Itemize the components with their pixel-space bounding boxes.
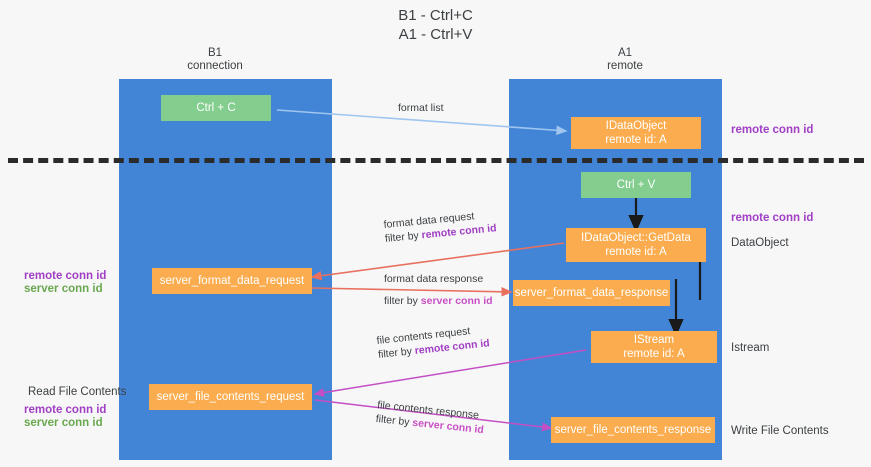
annotation-left-read-file-contents: Read File Contents: [28, 386, 127, 398]
node-istream[interactable]: IStream remote id: A: [591, 331, 717, 363]
column-header-b1-name: B1: [207, 47, 223, 59]
node-server-file-contents-request-label: server_file_contents_request: [156, 391, 305, 403]
node-ctrl-v[interactable]: Ctrl + V: [581, 172, 691, 198]
node-istream-sub: remote id: A: [623, 348, 685, 360]
edge-label-format-data-response: format data response filter by server co…: [384, 272, 493, 308]
annotation-left-server-conn-id: server conn id: [24, 283, 103, 295]
title-line-1: B1 - Ctrl+C: [398, 7, 473, 24]
node-server-format-data-response-label: server_format_data_response: [514, 287, 669, 299]
node-server-file-contents-request[interactable]: server_file_contents_request: [149, 384, 312, 410]
filter-prefix: filter by: [377, 345, 416, 361]
node-idataobject-title: IDataObject: [605, 120, 667, 132]
edge-label-format-data-response-filter: filter by server conn id: [384, 294, 493, 308]
filter-prefix: filter by: [384, 229, 423, 245]
annotation-right-remote-conn-id-mid: remote conn id: [731, 212, 814, 224]
node-server-file-contents-response[interactable]: server_file_contents_response: [551, 417, 715, 443]
node-idataobject-getdata-sub: remote id: A: [605, 246, 667, 258]
filter-prefix: filter by: [375, 412, 413, 429]
node-ctrl-v-label: Ctrl + V: [616, 179, 656, 191]
title-line-2: A1 - Ctrl+V: [398, 26, 473, 43]
edge-label-format-list: format list: [398, 101, 444, 115]
filter-prefix: filter by: [384, 295, 421, 307]
column-header-a1-sub: remote: [607, 60, 643, 72]
annotation-right-write-file-contents: Write File Contents: [731, 425, 829, 437]
node-idataobject-getdata[interactable]: IDataObject::GetData remote id: A: [566, 228, 706, 262]
edge-label-format-data-response-text: format data response: [384, 273, 484, 285]
annotation-right-remote-conn-id-top: remote conn id: [731, 124, 814, 136]
node-idataobject-sub: remote id: A: [605, 134, 667, 146]
node-idataobject-getdata-title: IDataObject::GetData: [581, 232, 691, 244]
node-ctrl-c[interactable]: Ctrl + C: [161, 95, 271, 121]
phase-divider: [8, 158, 864, 163]
edge-label-format-list-text: format list: [398, 102, 444, 114]
annotation-right-istream: Istream: [731, 342, 770, 354]
node-server-format-data-request[interactable]: server_format_data_request: [152, 268, 312, 294]
annotation-left-remote-conn-id: remote conn id: [24, 270, 107, 282]
column-header-a1-name: A1: [617, 47, 633, 59]
node-server-file-contents-response-label: server_file_contents_response: [554, 424, 712, 436]
node-server-format-data-request-label: server_format_data_request: [159, 275, 305, 287]
annotation-left-remote-conn-id-2: remote conn id: [24, 404, 107, 416]
column-header-a1: A1 remote: [565, 47, 685, 73]
filter-key-server-conn-id: server conn id: [420, 295, 493, 307]
node-istream-title: IStream: [633, 334, 675, 346]
column-header-b1-sub: connection: [187, 60, 243, 72]
column-header-b1: B1 connection: [155, 47, 275, 73]
node-server-format-data-response[interactable]: server_format_data_response: [513, 280, 670, 306]
annotation-left-server-conn-id-2: server conn id: [24, 417, 103, 429]
node-idataobject[interactable]: IDataObject remote id: A: [571, 117, 701, 149]
node-ctrl-c-label: Ctrl + C: [196, 102, 236, 114]
annotation-right-dataobject: DataObject: [731, 237, 789, 249]
page-title: B1 - Ctrl+C A1 - Ctrl+V: [0, 6, 871, 44]
